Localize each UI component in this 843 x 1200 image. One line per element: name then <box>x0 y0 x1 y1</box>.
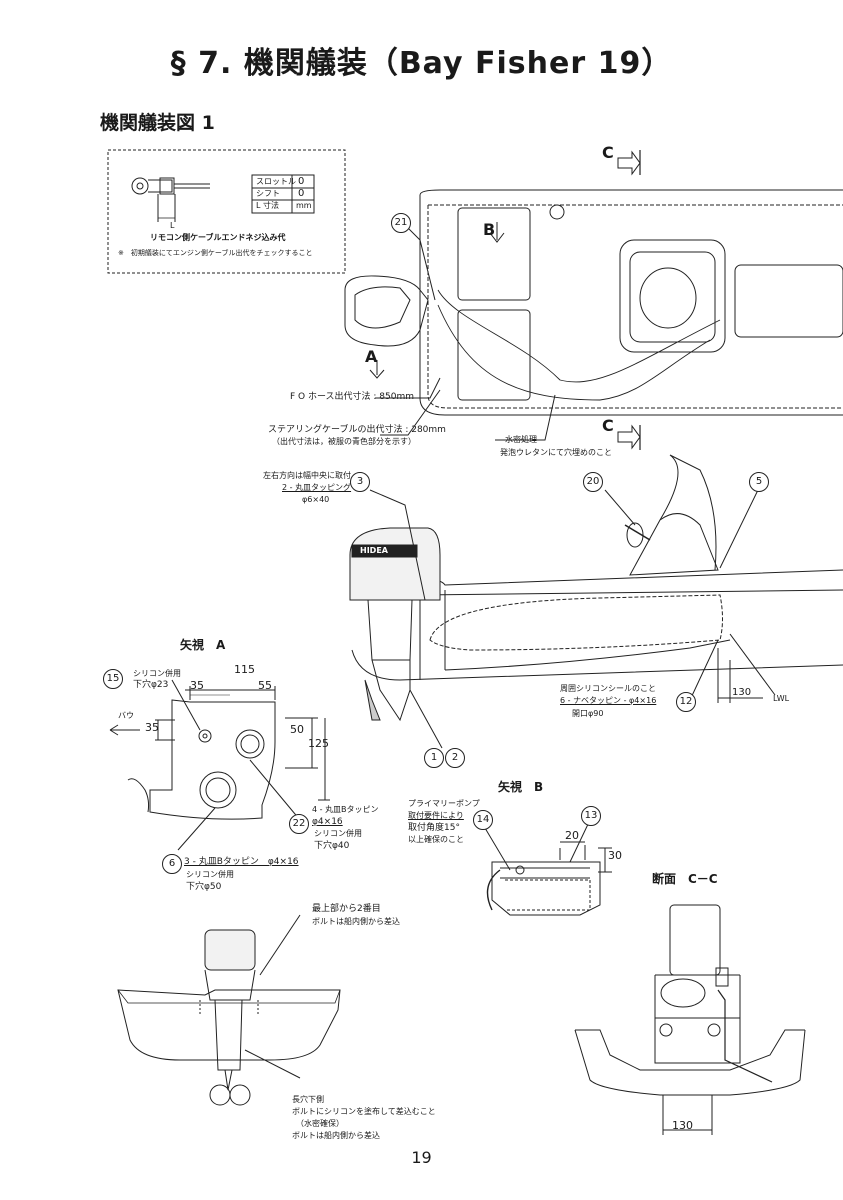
tapping-top: 2 - 丸皿タッピング <box>282 483 352 492</box>
tapping-right: 6 - ナベタッピン - φ4×16 <box>560 696 657 705</box>
view-a-lower-hole: 下穴φ23 <box>133 680 169 690</box>
section-cc-drawing <box>574 904 806 1135</box>
mount-angle: 取付角度15° <box>408 823 460 833</box>
mount-angle-note: 以上確保のこと <box>408 835 464 844</box>
lwl-label: LWL <box>773 694 790 703</box>
bow-label: バウ <box>118 711 134 720</box>
silicone-6: シリコン併用 <box>186 870 234 879</box>
view-a-letter: A <box>216 638 226 652</box>
tapping-top-size: φ6×40 <box>302 495 330 504</box>
watertight-note: （水密確保） <box>296 1119 344 1128</box>
tapping-22: 4 - 丸皿Bタッピン <box>312 805 379 814</box>
silicone-seal-note: 周囲シリコンシールのこと <box>560 684 656 693</box>
balloon-1: 1 <box>424 748 444 768</box>
balloon-22: 22 <box>289 814 309 834</box>
bolt-silicone-note: ボルトにシリコンを塗布して差込むこと <box>292 1107 436 1116</box>
dim-115: 115 <box>234 663 255 676</box>
section-c-marker-top: C <box>602 143 614 162</box>
balloon-20: 20 <box>583 472 603 492</box>
remote-note: ※ 初期艤装にてエンジン側ケーブル出代をチェックすること <box>118 249 313 257</box>
shift-label: シフト <box>256 189 280 198</box>
balloon-14: 14 <box>473 810 493 830</box>
dim-30: 30 <box>608 849 622 862</box>
tapping-6: 3 - 丸皿Bタッピン φ4×16 <box>184 857 299 867</box>
hole-6: 下穴φ50 <box>186 882 222 892</box>
view-b-letter: B <box>534 780 544 794</box>
section-cc-title: 断面 C－C <box>652 872 718 886</box>
steering-cable-length: ステアリングケーブルの出代寸法 : 280mm <box>268 425 446 435</box>
view-b-drawing <box>484 819 612 916</box>
shift-value: 0 <box>298 188 305 199</box>
balloon-15: 15 <box>103 669 123 689</box>
page-title: § 7. 機関艤装（Bay Fisher 19） <box>170 46 673 81</box>
pump-requirement: 取付要件により <box>408 811 464 820</box>
side-view-drawing <box>349 454 843 749</box>
tapping-22-size: φ4×16 <box>312 817 343 827</box>
silicone-22: シリコン併用 <box>314 829 362 838</box>
hole-diameter: 開口φ90 <box>572 709 604 718</box>
dim-35-top: 35 <box>190 679 204 692</box>
fo-hose-length: F O ホース出代寸法 : 850mm <box>290 392 414 402</box>
stern-top-note: 最上部から2番目 <box>312 904 381 914</box>
balloon-3: 3 <box>350 472 370 492</box>
view-b-marker: B <box>483 220 496 239</box>
section-c-marker-bottom: C <box>602 416 614 435</box>
waterproof-label: 水密処理 <box>505 435 537 444</box>
stern-top-note2: ボルトは船内側から差込 <box>312 917 400 926</box>
hole-22: 下穴φ40 <box>314 841 350 851</box>
bolt-insert-note: ボルトは船内側から差込 <box>292 1131 380 1140</box>
waterproof-note: 発泡ウレタンにて穴埋めのこと <box>500 448 612 457</box>
page-number: 19 <box>411 1148 432 1167</box>
dim-130-side: 130 <box>732 687 752 698</box>
long-hole-label: 長穴下側 <box>292 1095 324 1104</box>
view-b-title-text: 矢視 <box>498 780 523 794</box>
steering-cable-note: （出代寸法は，被服の青色部分を示す） <box>272 437 416 446</box>
section-subtitle: 機関艤装図 1 <box>100 112 215 134</box>
view-a-marker: A <box>365 347 378 366</box>
balloon-2: 2 <box>445 748 465 768</box>
dim-55: 55 <box>258 679 272 692</box>
remote-cable-box <box>107 149 346 274</box>
throttle-label: スロットル <box>256 177 296 186</box>
balloon-21: 21 <box>391 213 411 233</box>
balloon-12: 12 <box>676 692 696 712</box>
balloon-6: 6 <box>162 854 182 874</box>
l-mark: L <box>170 221 175 230</box>
view-a-title-text: 矢視 <box>180 638 205 652</box>
throttle-value: 0 <box>298 176 305 187</box>
dim-130-section: 130 <box>672 1119 693 1132</box>
dim-20: 20 <box>565 829 579 842</box>
remote-caption: リモコン側ケーブルエンドネジ込み代 <box>150 233 286 242</box>
l-dimension-label: L 寸法 <box>256 201 279 210</box>
plan-view-drawing <box>344 150 843 450</box>
dim-35-side: 35 <box>145 721 159 734</box>
dim-125: 125 <box>308 737 329 750</box>
view-a-title: 矢視 A <box>180 636 225 653</box>
dim-50: 50 <box>290 723 304 736</box>
l-dimension-unit: mm <box>296 201 312 210</box>
view-a-drawing <box>109 679 330 851</box>
balloon-13: 13 <box>581 806 601 826</box>
engine-brand: HIDEA <box>360 546 388 555</box>
view-b-title: 矢視 B <box>498 778 543 795</box>
left-right-note: 左右方向は幅中央に取付 <box>263 471 351 480</box>
stern-view-drawing <box>117 914 341 1106</box>
view-a-silicone-label: シリコン併用 <box>133 669 181 678</box>
balloon-5: 5 <box>749 472 769 492</box>
primary-pump: プライマリーポンプ <box>408 799 480 808</box>
